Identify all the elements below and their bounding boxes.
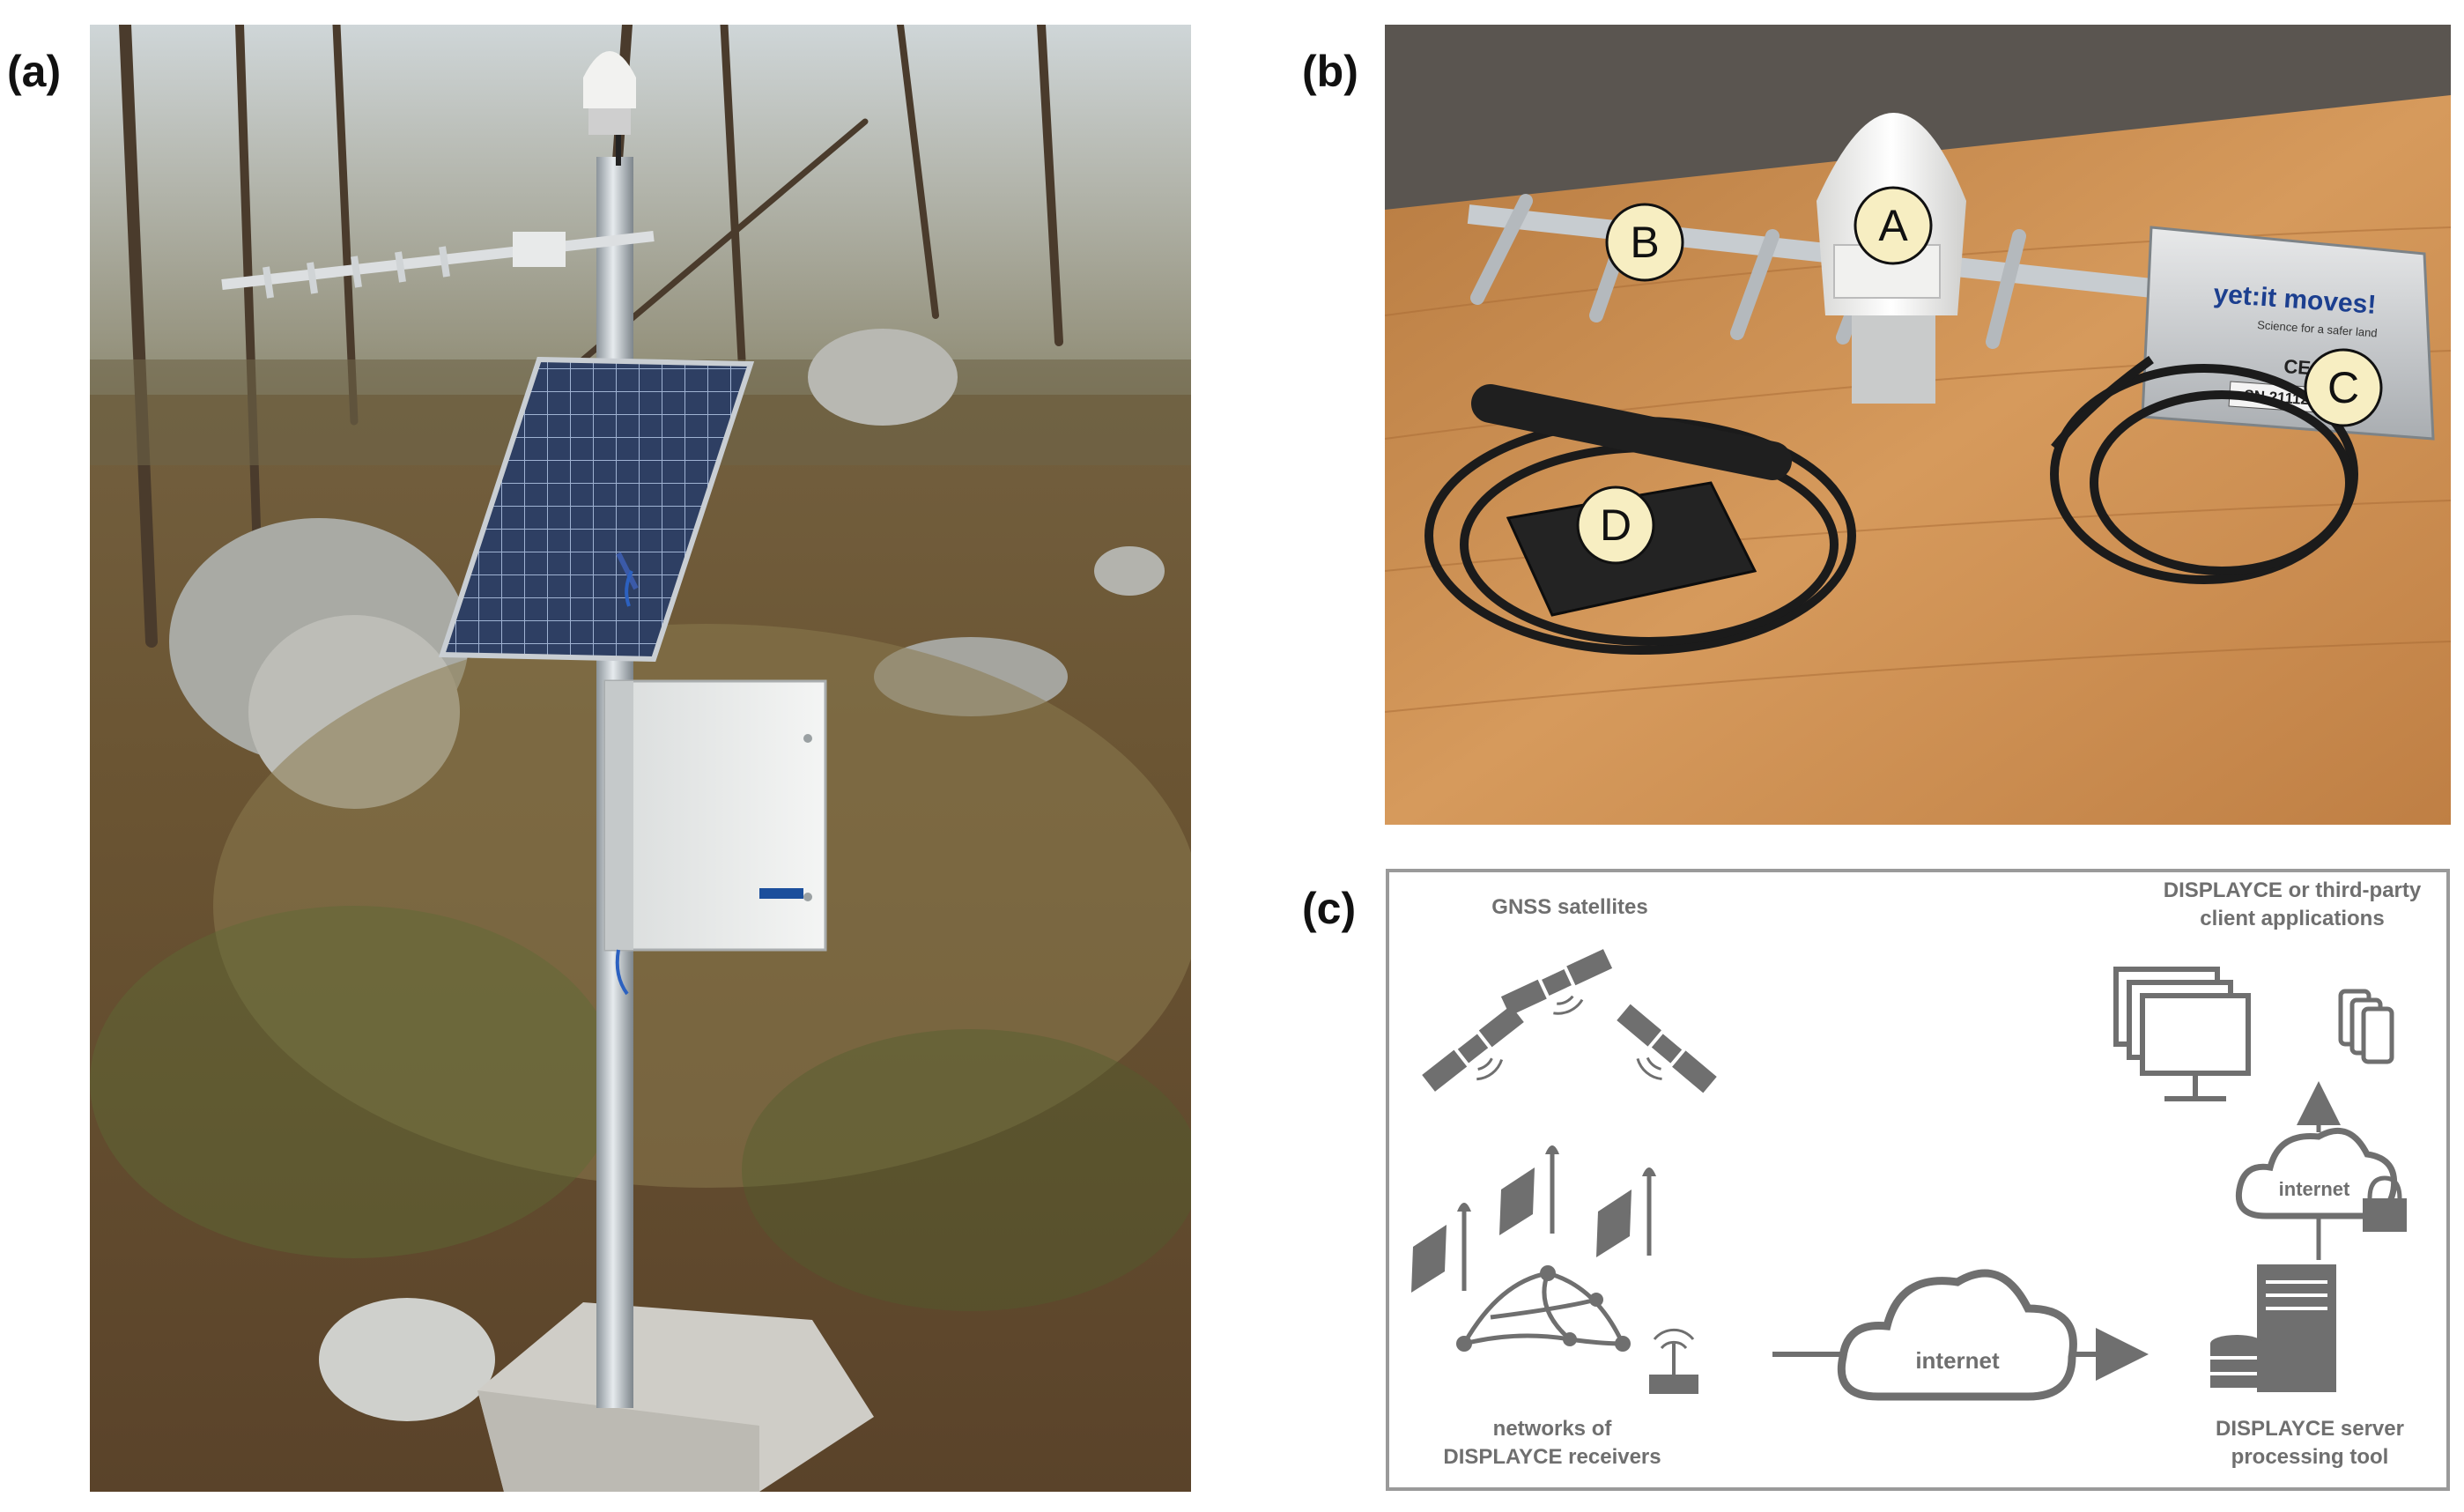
clients-label-line1: DISPLAYCE or third-party	[2164, 878, 2422, 902]
database-icon	[2210, 1335, 2263, 1388]
server-icon	[2257, 1264, 2336, 1392]
internet-secure-label: internet	[2279, 1178, 2350, 1200]
panel-label-a: (a)	[7, 47, 62, 96]
internet-main-label: internet	[1915, 1347, 2000, 1374]
panel-label-c: (c)	[1302, 884, 1357, 933]
receivers-label-line1: networks of	[1493, 1417, 1613, 1441]
internet-cloud-icon	[1837, 1269, 2077, 1401]
server-label-line1: DISPLAYCE server	[2216, 1417, 2404, 1441]
marker-c	[2304, 348, 2383, 427]
lock-icon	[2363, 1175, 2407, 1232]
monitor-icon	[2113, 967, 2251, 1101]
marker-d	[1576, 485, 1655, 565]
gnss-satellites-label: GNSS satellites	[1491, 895, 1647, 919]
marker-c-label: C	[2327, 363, 2359, 412]
marker-d-label: D	[1600, 500, 1632, 550]
components-photo: yet:it moves! Science for a safer land C…	[1385, 25, 2451, 825]
mobile-device-icon	[2338, 989, 2394, 1064]
marker-b	[1605, 203, 1684, 282]
marker-a	[1854, 186, 1933, 265]
system-diagram: GNSS satellites networks of DISPLAYCE re…	[1386, 869, 2450, 1491]
receivers-label-line2: DISPLAYCE receivers	[1443, 1445, 1661, 1469]
component-markers: A B C D	[1576, 186, 2383, 565]
marker-b-label: B	[1630, 218, 1659, 267]
clients-label-line2: client applications	[2200, 907, 2384, 930]
marker-a-label: A	[1878, 201, 1908, 250]
brand-sticker-icon	[759, 888, 803, 899]
server-label-line2: processing tool	[2231, 1445, 2389, 1469]
router-icon	[1649, 1328, 1698, 1394]
station-photo	[90, 25, 1191, 1492]
secure-internet-cloud-icon	[2235, 1127, 2398, 1219]
panel-label-b: (b)	[1302, 47, 1358, 96]
